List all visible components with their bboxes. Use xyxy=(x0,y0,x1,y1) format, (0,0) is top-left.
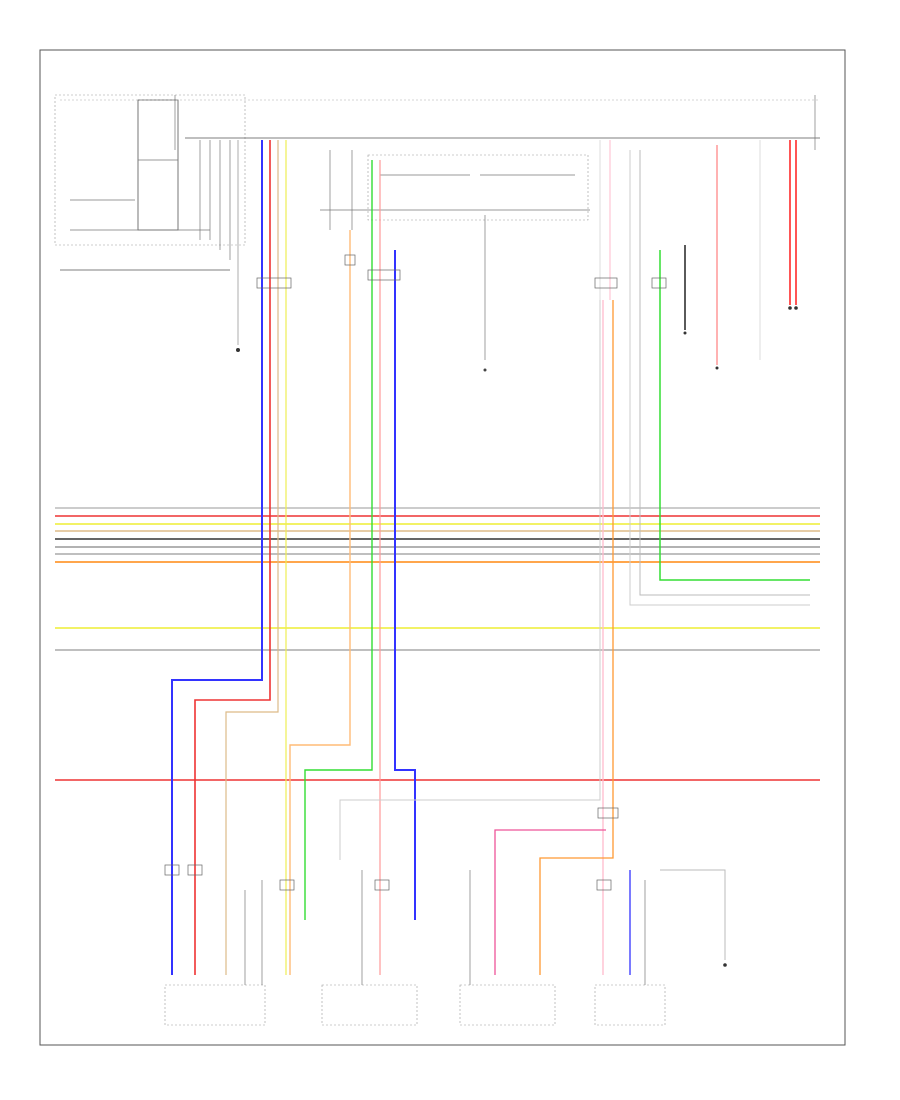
ground-wire-left xyxy=(236,140,240,352)
top-junction-bar xyxy=(60,95,820,150)
switch-block xyxy=(320,150,590,372)
bottom-module-1 xyxy=(164,880,266,1026)
bottom-module-2 xyxy=(321,870,418,1026)
diagram-frame xyxy=(39,49,846,1046)
bus-lines xyxy=(55,507,820,781)
bottom-module-3 xyxy=(459,870,556,1026)
top-left-relay-block xyxy=(54,94,246,271)
vertical-wires xyxy=(171,140,727,975)
bottom-module-4 xyxy=(594,880,666,1026)
connector-marks xyxy=(164,254,667,891)
right-branches xyxy=(599,140,810,606)
